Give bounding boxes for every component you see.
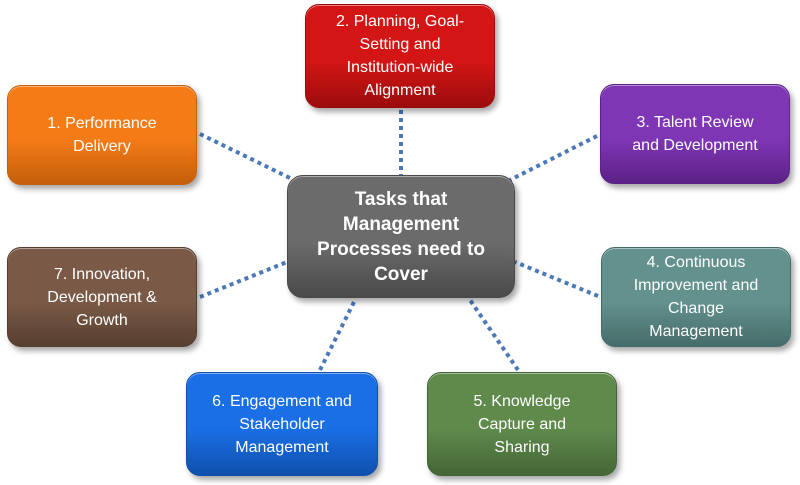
node-label: 6. Engagement and Stakeholder Management bbox=[212, 392, 352, 456]
node-performance-delivery: 1. Performance Delivery bbox=[7, 85, 197, 185]
connectors bbox=[199, 110, 599, 372]
connector-line bbox=[509, 134, 598, 182]
node-continuous-improvement: 4. Continuous Improvement and Change Man… bbox=[601, 247, 791, 347]
node-label: 2. Planning, Goal- Setting and Instituti… bbox=[335, 13, 465, 99]
node-engagement-stakeholder: 6. Engagement and Stakeholder Management bbox=[186, 372, 378, 476]
node-knowledge-capture: 5. Knowledge Capture and Sharing bbox=[427, 372, 617, 476]
node-label: 5. Knowledge Capture and Sharing bbox=[473, 392, 571, 456]
connector-line bbox=[468, 298, 520, 372]
node-talent-review: 3. Talent Review and Development bbox=[600, 84, 790, 184]
node-label: 3. Talent Review and Development bbox=[632, 114, 758, 154]
node-label: 4. Continuous Improvement and Change Man… bbox=[633, 254, 759, 340]
node-innovation-growth: 7. Innovation, Development & Growth bbox=[7, 247, 197, 347]
node-label: 1. Performance Delivery bbox=[47, 115, 157, 155]
connector-line bbox=[199, 260, 288, 299]
node-planning-goal-setting: 2. Planning, Goal- Setting and Instituti… bbox=[305, 4, 495, 108]
connector-line bbox=[318, 299, 357, 371]
center-node-label: Tasks that Management Processes need to … bbox=[317, 188, 485, 285]
connector-line bbox=[514, 260, 599, 298]
connector-line bbox=[199, 132, 291, 180]
node-label: 7. Innovation, Development & Growth bbox=[47, 265, 157, 329]
center-node: Tasks that Management Processes need to … bbox=[287, 175, 515, 298]
